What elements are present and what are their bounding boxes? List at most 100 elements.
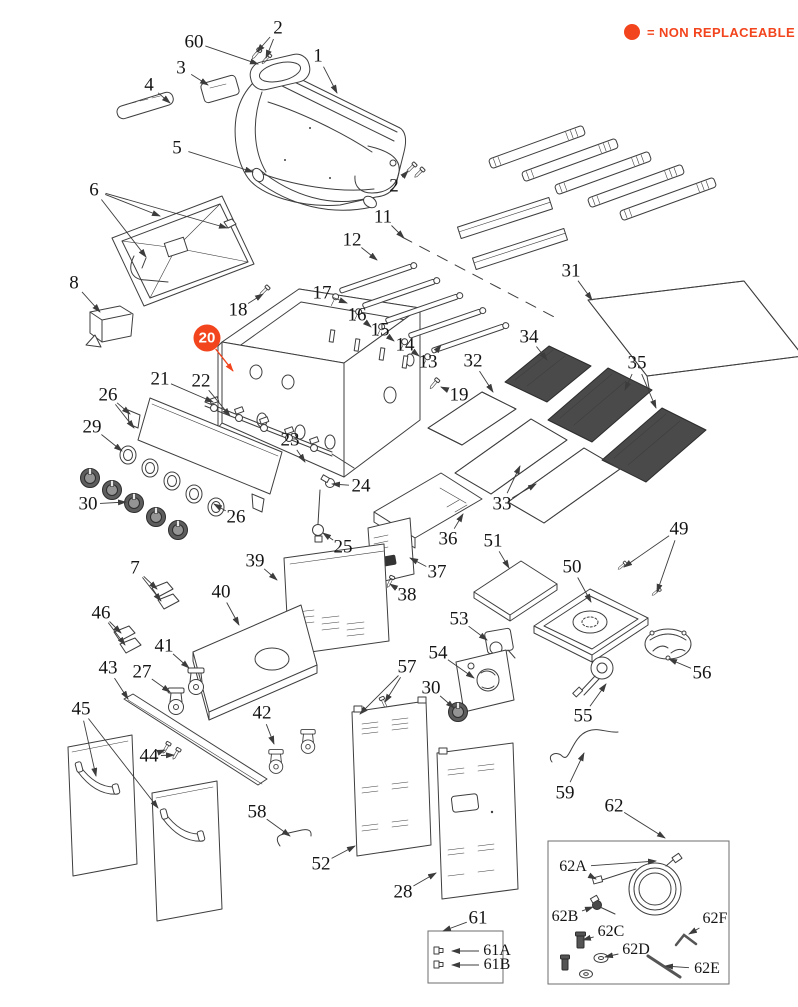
part-label-62A: 62A <box>559 858 587 875</box>
part-label-17: 17 <box>312 282 332 304</box>
part-label-29: 29 <box>82 416 102 438</box>
part-label-56: 56 <box>692 662 712 684</box>
leader-line-58 <box>266 818 291 837</box>
part-label-6: 6 <box>89 179 99 201</box>
part-label-62C: 62C <box>597 923 625 940</box>
leader-line-23 <box>296 449 306 463</box>
leader-line-5 <box>188 151 254 173</box>
leader-line-55 <box>589 683 607 707</box>
leader-line-14 <box>410 348 420 357</box>
leader-line-39 <box>263 568 278 581</box>
part-label-58: 58 <box>247 801 267 823</box>
leader-line-53 <box>468 625 488 641</box>
part-label-62E: 62E <box>694 960 720 977</box>
leader-line-62D <box>604 952 619 959</box>
leader-line-45 <box>83 720 98 777</box>
leader-line-24 <box>331 481 350 488</box>
leader-line-46 <box>107 622 126 646</box>
leader-line-33 <box>512 483 537 499</box>
leader-line-41 <box>172 653 190 669</box>
part-4-plate-drawing <box>116 91 174 120</box>
legend: = NON REPLACEABLE <box>624 24 795 40</box>
leader-line-62 <box>623 812 666 839</box>
leader-line-19 <box>440 386 450 393</box>
legend-text: = NON REPLACEABLE <box>647 24 796 40</box>
part-label-11: 11 <box>373 206 393 228</box>
part-label-24: 24 <box>351 475 371 497</box>
part-31-warming-rack-drawing <box>587 280 798 389</box>
part-label-43: 43 <box>98 657 118 679</box>
leader-line-6 <box>105 193 161 217</box>
part-label-52: 52 <box>311 853 331 875</box>
part-47-door-drawing <box>67 734 138 877</box>
part-5-handle-drawing <box>251 167 377 211</box>
part-3-bracket-drawing <box>200 74 240 104</box>
part-62B-valve-drawing <box>589 894 616 915</box>
part-label-12: 12 <box>342 229 362 251</box>
leader-line-40 <box>226 602 240 626</box>
leader-line-26 <box>213 503 226 512</box>
part-53-igniter-drawing <box>484 627 516 659</box>
leader-line-45 <box>88 718 159 809</box>
part-55-burner-cap-drawing <box>572 656 614 698</box>
part-1-lid-drawing <box>234 68 407 206</box>
part-21-25-manifold-drawing <box>204 396 355 543</box>
part-62F-key-drawing <box>674 933 698 947</box>
leader-line-43 <box>114 677 129 700</box>
part-label-4: 4 <box>144 74 154 96</box>
leader-line-2 <box>256 36 271 53</box>
leader-line-30 <box>99 499 127 506</box>
part-51-shelf-drawing <box>473 560 558 622</box>
leader-line-12 <box>361 247 378 261</box>
part-label-57: 57 <box>397 656 417 678</box>
leader-line-13 <box>433 344 442 354</box>
leader-line-49 <box>623 535 670 568</box>
part-label-30: 30 <box>421 677 441 699</box>
leader-line-6 <box>101 199 147 258</box>
leader-line-2 <box>400 170 409 179</box>
leader-line-16 <box>362 319 372 328</box>
leader-line-35 <box>641 373 657 409</box>
leader-line-30 <box>439 695 455 709</box>
part-label-61: 61 <box>468 907 488 929</box>
part-label-37: 37 <box>427 561 447 583</box>
leader-line-7 <box>142 577 162 602</box>
part-62E-rod-drawing <box>646 954 682 979</box>
part-label-41: 41 <box>154 635 174 657</box>
part-label-35: 35 <box>627 352 647 374</box>
leader-line-37 <box>409 557 427 567</box>
leader-line-4 <box>157 92 171 104</box>
part-8-grease-cup-drawing <box>85 305 134 348</box>
part-54-bracket-drawing <box>455 649 515 713</box>
leader-line-50 <box>577 577 592 603</box>
leader-line-2 <box>265 38 274 59</box>
part-10-rails-drawing <box>456 196 569 271</box>
leader-line-44 <box>160 752 175 759</box>
leader-line-59 <box>569 752 585 783</box>
part-52-side-panel-drawing <box>351 696 432 857</box>
leader-line-46 <box>109 621 122 634</box>
part-label-18: 18 <box>228 299 248 321</box>
leader-line-26 <box>115 404 135 429</box>
leader-line-3 <box>190 74 209 86</box>
part-29-30-control-panel-drawing <box>80 397 283 540</box>
part-label-8: 8 <box>69 272 79 294</box>
leader-line-52 <box>331 845 356 859</box>
leader-line-42 <box>265 724 275 745</box>
part-43-brace-drawing <box>123 693 268 786</box>
leader-line-11 <box>391 225 405 239</box>
part-label-44: 44 <box>139 745 159 767</box>
leader-line-15 <box>385 333 395 342</box>
leader-line-62C <box>582 934 594 941</box>
part-label-15: 15 <box>370 319 390 341</box>
leader-line-49 <box>656 540 676 593</box>
leader-line-34 <box>536 346 548 361</box>
part-11-hidden-line <box>401 236 561 321</box>
part-59-igniter-wire-drawing <box>549 729 619 763</box>
part-label-26: 26 <box>98 384 118 406</box>
leader-line-26 <box>116 402 131 415</box>
part-50-side-burner-drawing <box>533 588 649 663</box>
